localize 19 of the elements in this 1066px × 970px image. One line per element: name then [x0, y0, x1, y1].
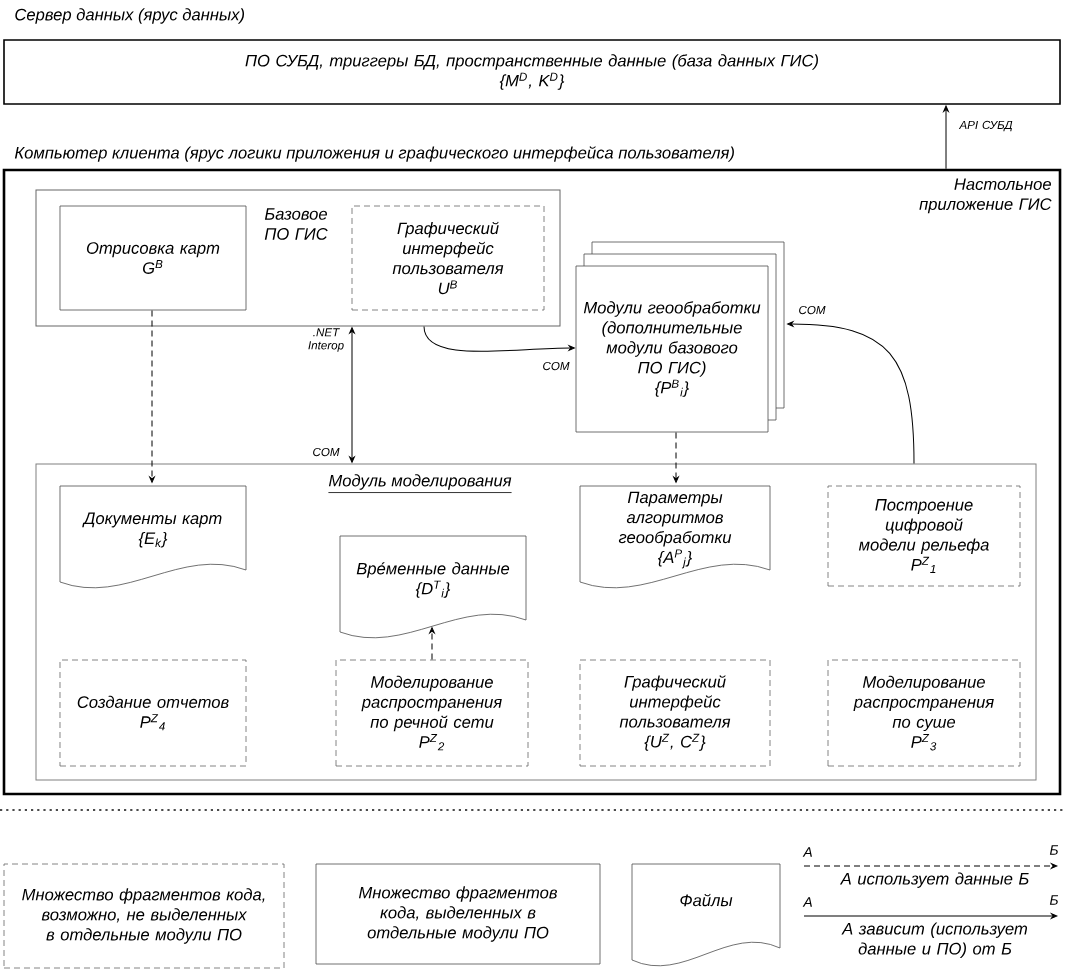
arrow	[943, 105, 949, 170]
legend-item: Множество фрагментов кода, выделенных в отдельные модули ПО	[315, 863, 601, 965]
server-box: ПО СУБД, триггеры БД, пространственные данные (база данных ГИС) {M$^{D}$, K$^{D}$} Сервер данных (ярус данных)	[3, 8, 1061, 105]
arrow	[349, 327, 355, 463]
node-label: Компьютер клиента (ярус логики приложения и графического интерфейса пользователя)	[14, 146, 734, 162]
code-fragment-box: Графический интерфейс пользователя {U$^{Z}$, C$^{Z}$}	[579, 659, 771, 767]
node-label: Сервер данных (ярус данных)	[15, 8, 245, 24]
legend-text: А использует данные Б	[839, 872, 1029, 888]
code-fragment-box: Графический интерфейс пользователя U$^{B}$	[351, 205, 545, 311]
arrow	[673, 431, 679, 483]
arrow	[429, 627, 435, 661]
legend-item: Множество фрагментов кода, возможно, не выделенных в отдельные модули ПО	[3, 863, 285, 969]
legend-item: Файлы	[631, 863, 781, 967]
module-box: Отрисовка карт G$^{B}$	[59, 205, 247, 311]
arrow	[423, 326, 575, 352]
legend-text: А зависит (использует данные и ПО) от Б	[841, 922, 1028, 958]
stacked-module-box: Модули геообработки (дополнительные модули базового ПО ГИС) {P$^{B}$$_{i}$}	[575, 241, 785, 433]
arrow	[787, 321, 915, 464]
arrow	[149, 309, 155, 483]
